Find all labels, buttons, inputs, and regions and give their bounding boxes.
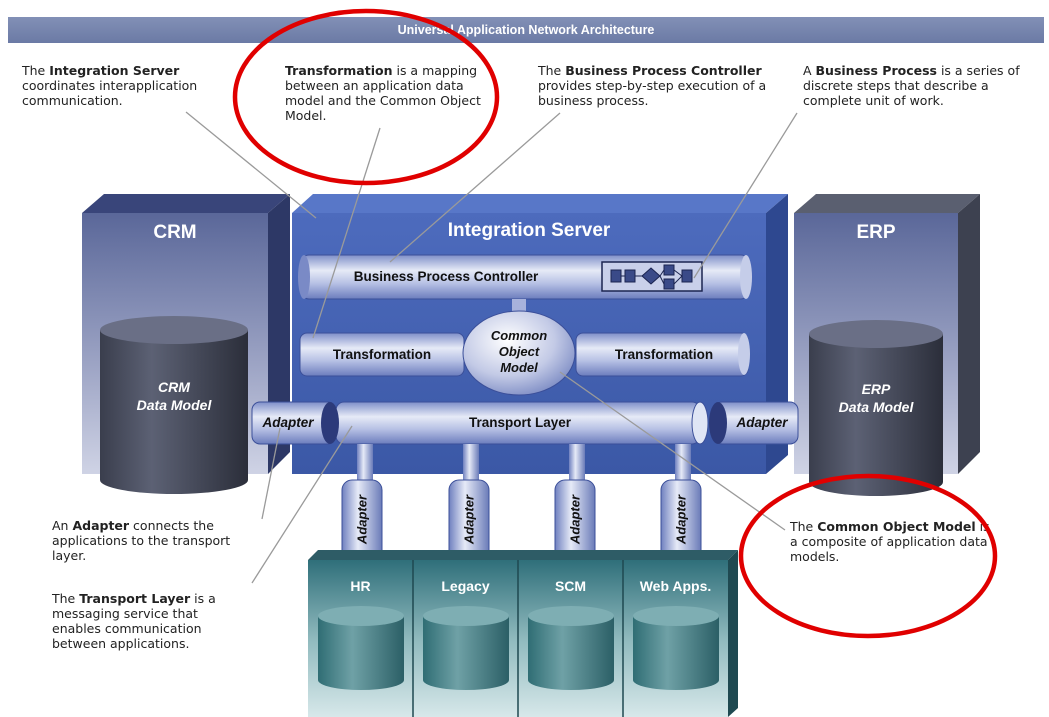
crm-title: CRM (153, 222, 197, 243)
app-boxes (308, 550, 738, 717)
caption-integration-server: The Integration Server coordinates inter… (22, 63, 198, 108)
app-label-web-apps: Web Apps. (639, 578, 712, 594)
adapter-left-label: Adapter (262, 415, 314, 430)
caption-adapter: An Adapter connects the applications to … (52, 518, 231, 563)
transformation-right-label: Transformation (614, 347, 714, 362)
caption-transport-layer: The Transport Layer is a messaging servi… (52, 591, 216, 651)
caption-bpc: The Business Process Controller provides… (538, 63, 767, 108)
transport-layer-bar (335, 401, 709, 445)
vertical-pipes (341, 444, 702, 561)
caption-business-process: A Business Process is a series of discre… (803, 63, 1020, 108)
bpc-label: Business Process Controller (353, 269, 539, 284)
app-label-scm: SCM (554, 578, 587, 594)
leader-lines (185, 111, 798, 584)
crm-box (82, 194, 290, 494)
common-object-model-sphere (462, 299, 576, 396)
header-band (8, 17, 1044, 43)
horizontal-adapters (251, 401, 799, 445)
vertical-adapter-label-web: Adapter (673, 494, 689, 545)
bpc-bar (298, 254, 752, 300)
app-label-hr: HR (350, 578, 371, 594)
erp-title: ERP (856, 222, 896, 243)
vertical-adapter-label-scm: Adapter (567, 494, 583, 545)
app-label-legacy: Legacy (441, 578, 490, 594)
transformation-left-label: Transformation (332, 347, 432, 362)
caption-transformation: Transformation is a mapping between an a… (285, 63, 481, 123)
transport-layer-label: Transport Layer (468, 415, 572, 430)
caption-common-object-model: The Common Object Model is a composite o… (790, 519, 990, 564)
vertical-adapter-label-hr: Adapter (354, 494, 370, 545)
integration-server-title: Integration Server (447, 220, 611, 241)
vertical-adapter-label-legacy: Adapter (461, 494, 477, 545)
erp-box (794, 194, 980, 496)
header-title: Universal Application Network Architectu… (397, 23, 655, 37)
annotation-rings (232, 8, 998, 639)
adapter-right-label: Adapter (736, 415, 788, 430)
transformation-bars (299, 332, 750, 377)
